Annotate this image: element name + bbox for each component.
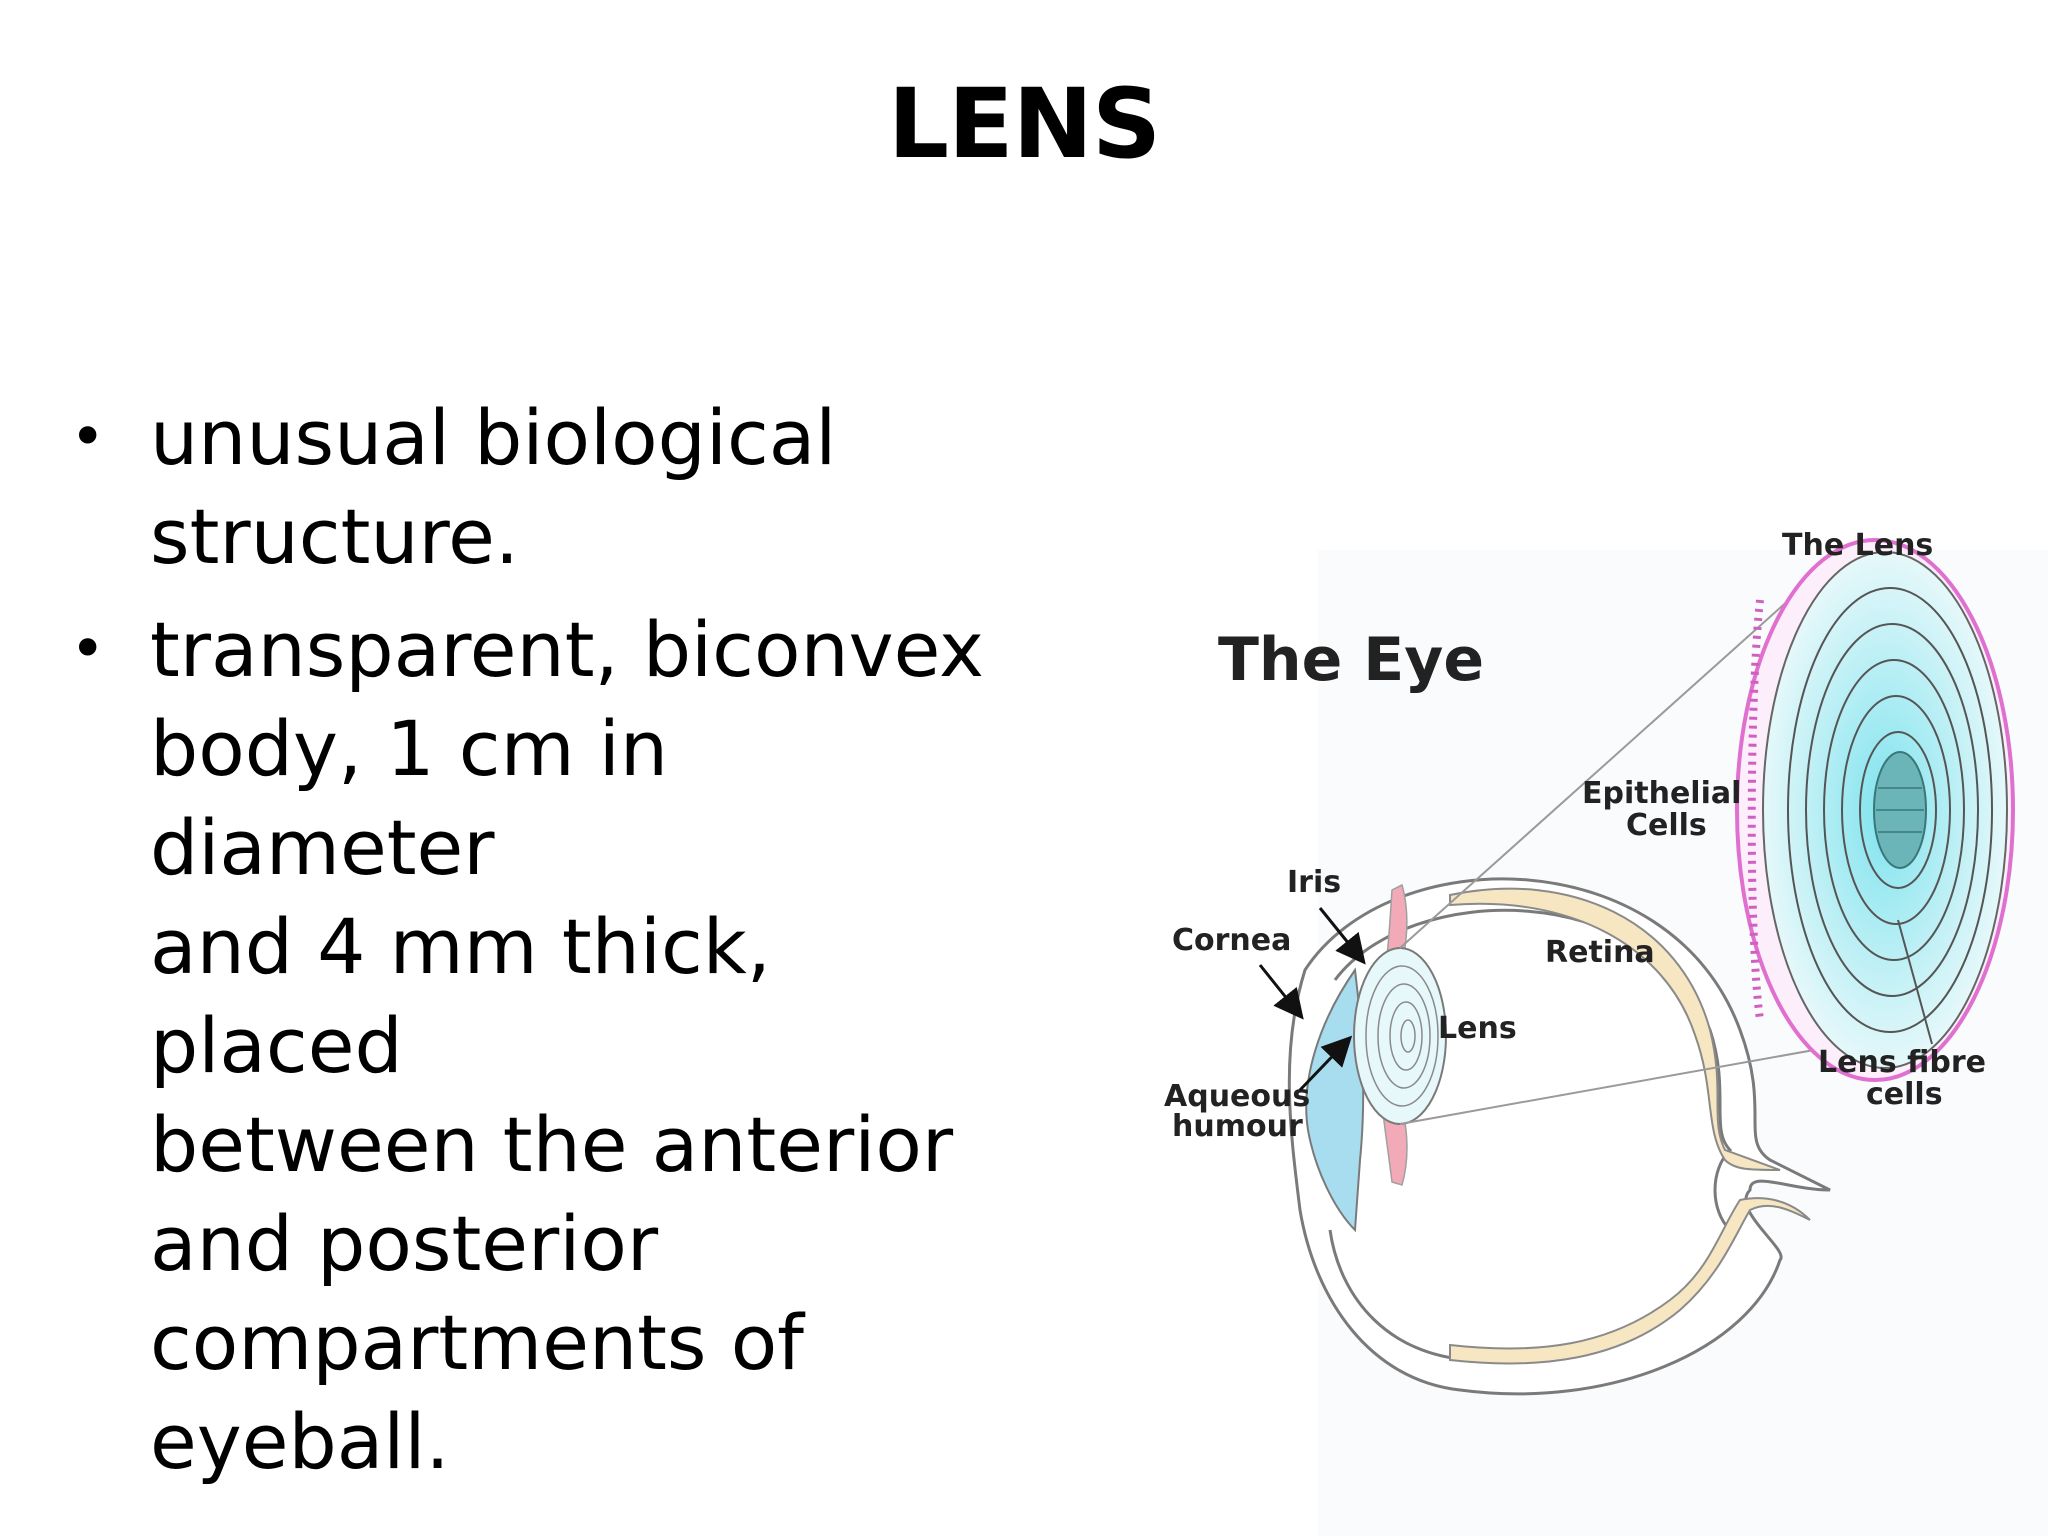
label-fibre-1: Lens fibre xyxy=(1818,1045,1986,1080)
label-epithelial-1: Epithelial xyxy=(1582,776,1741,811)
retina-band-lower xyxy=(1449,1197,1811,1365)
label-the-lens: The Lens xyxy=(1782,528,1933,563)
label-lens: Lens xyxy=(1438,1011,1517,1046)
enlarged-lens xyxy=(1735,538,2015,1082)
label-epithelial-2: Cells xyxy=(1626,808,1707,843)
bullet-line: compartments of xyxy=(150,1298,804,1387)
bullet-list: • unusual biological structure. • transp… xyxy=(70,388,1030,1505)
iris-arrow xyxy=(1318,907,1366,965)
bullet-dot-icon: • xyxy=(70,614,106,684)
diagram-heading: The Eye xyxy=(1218,625,1484,695)
aqueous-arrow xyxy=(1298,1035,1353,1092)
zoom-line-top xyxy=(1399,589,1801,949)
eye-lens xyxy=(1353,947,1447,1125)
bullet-item: • unusual biological structure. xyxy=(70,388,1030,586)
bullet-line: unusual biological xyxy=(150,393,837,482)
eye-diagram: The Eye xyxy=(1150,510,2048,1536)
bullet-line: between the anterior xyxy=(150,1100,954,1189)
cornea-arrow xyxy=(1258,964,1304,1020)
bullet-line: and posterior xyxy=(150,1199,659,1288)
zoom-line-bottom xyxy=(1399,1039,1871,1125)
eye-diagram-svg: The Eye xyxy=(1164,528,2048,1536)
label-aqueous-2: humour xyxy=(1172,1109,1303,1144)
slide-title: LENS xyxy=(887,68,1161,180)
bullet-line: and 4 mm thick, placed xyxy=(150,902,771,1090)
fibre-pointer xyxy=(1897,919,1933,1045)
retina-band xyxy=(1449,887,1781,1171)
bullet-line: transparent, biconvex xyxy=(150,605,984,694)
label-fibre-2: cells xyxy=(1866,1077,1943,1112)
label-cornea: Cornea xyxy=(1172,923,1291,958)
bullet-dot-icon: • xyxy=(70,402,106,472)
bullet-line: body, 1 cm in diameter xyxy=(150,704,669,892)
label-aqueous-1: Aqueous xyxy=(1164,1079,1310,1114)
label-iris: Iris xyxy=(1287,865,1341,900)
label-retina: Retina xyxy=(1545,935,1655,970)
bullet-line: structure. xyxy=(150,492,520,581)
bullet-line: eyeball. xyxy=(150,1397,450,1486)
bullet-item: • transparent, biconvex body, 1 cm in di… xyxy=(70,600,1030,1491)
